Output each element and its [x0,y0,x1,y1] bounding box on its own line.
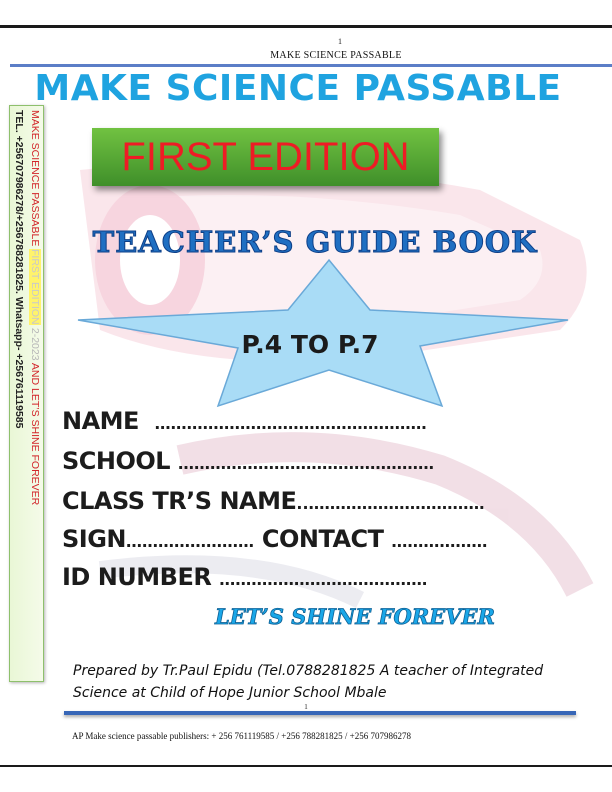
guide-title: TEACHER’S GUIDE BOOK [92,225,538,260]
edition-box [92,128,439,186]
contact-dots: ……………… [391,532,488,551]
school-label: SCHOOL [62,447,171,475]
school-field: SCHOOL ………………………………………… [62,447,434,475]
id-number-dots: ………………………………… [219,570,428,589]
id-number-label: ID NUMBER [62,563,212,591]
sign-dots: …………………… [126,532,254,551]
bottom-rule [0,765,612,767]
page-number-bottom: 1 [304,703,308,711]
background-illustration [80,163,594,609]
id-number-field: ID NUMBER ………………………………… [62,563,427,591]
name-dots: …………………………………………… [154,414,427,433]
footer-rule [64,711,576,715]
side-banner-year: 2-2023 [29,324,41,361]
name-label: NAME [62,407,139,435]
header-rule [10,64,612,67]
side-banner-motto: AND LET’S SHINE FOREVER [29,360,41,506]
running-header: MAKE SCIENCE PASSABLE [270,50,402,61]
class-teacher-dots: ..…………………………… [296,494,485,513]
page-number-top: 1 [338,37,342,46]
top-rule [0,25,612,28]
side-banner-title: MAKE SCIENCE PASSABLE [29,110,41,250]
star-shape [77,258,569,408]
cover-title: MAKE SCIENCE PASSABLE [34,68,562,109]
sign-contact-field: SIGN…………………… CONTACT ……………… [62,525,487,553]
side-banner-line-2: TEL. +256707986278/+256788281825. Whatsa… [13,110,25,429]
motto: LET’S SHINE FOREVER [215,604,496,630]
side-banner-line-1: MAKE SCIENCE PASSABLE FIRST EDITION 2-20… [27,110,43,680]
contact-label: CONTACT [261,525,384,553]
side-banner-text: MAKE SCIENCE PASSABLE FIRST EDITION 2-20… [7,110,43,680]
side-banner-edition: FIRST EDITION [29,249,41,325]
side-banner-panel [9,105,44,682]
prepared-by: Prepared by Tr.Paul Epidu (Tel.078828182… [73,663,544,701]
class-range: P.4 TO P.7 [241,330,379,359]
sign-label: SIGN [62,525,127,553]
edition-label: FIRST EDITION [121,135,410,179]
school-dots: ………………………………………… [177,454,434,473]
class-teacher-label: CLASS TR’S NAME [62,487,297,515]
name-field: NAME …………………………………………… [62,407,427,435]
class-teacher-field: CLASS TR’S NAME..…………………………… [62,487,485,515]
publishers-line: AP Make science passable publishers: + 2… [72,731,411,741]
